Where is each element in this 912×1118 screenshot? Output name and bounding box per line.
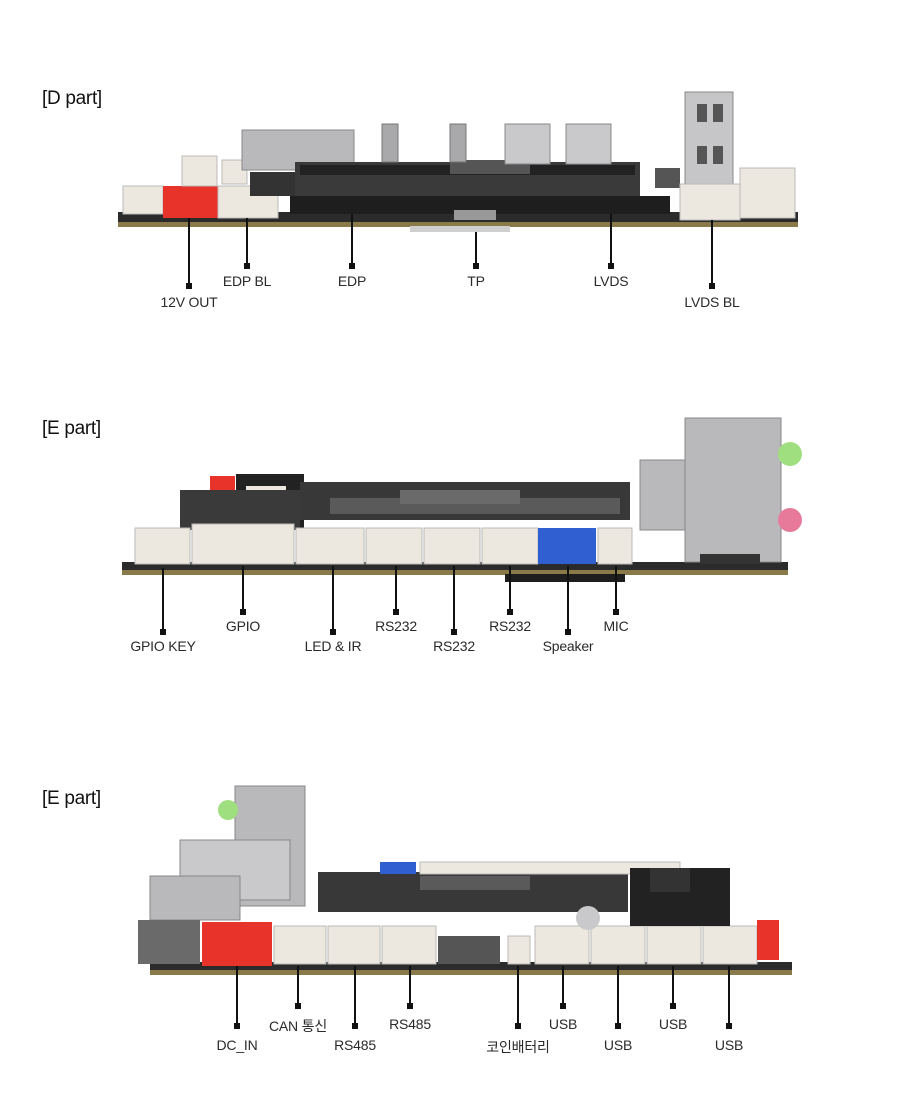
leader-line [615, 566, 617, 612]
leader-line [567, 566, 569, 632]
leader-line [610, 214, 612, 266]
leader-dot [709, 283, 715, 289]
callout-label: GPIO [225, 618, 261, 634]
leader-line [246, 218, 248, 266]
leader-dot [613, 609, 619, 615]
leader-dot [615, 1023, 621, 1029]
leader-line [395, 566, 397, 612]
section-d-part: [D part] [0, 0, 912, 330]
callout-label: MIC [603, 618, 629, 634]
leader-dot [726, 1023, 732, 1029]
leader-dot [560, 1003, 566, 1009]
leader-dot [670, 1003, 676, 1009]
callout-label: LVDS [593, 273, 629, 289]
leader-line [562, 966, 564, 1006]
leader-dot [507, 609, 513, 615]
callout-label: RS232 [489, 618, 531, 634]
leader-line [672, 966, 674, 1006]
leader-dot [515, 1023, 521, 1029]
leader-dot [451, 629, 457, 635]
leader-dot [295, 1003, 301, 1009]
leader-line [475, 232, 477, 266]
leader-line [188, 218, 190, 286]
board-photo-e-part-1 [122, 417, 802, 582]
leader-dot [186, 283, 192, 289]
callout-label: USB [658, 1016, 688, 1032]
callout-label: TP [467, 273, 485, 289]
leader-dot [160, 629, 166, 635]
callout-label: EDP [337, 273, 367, 289]
callout-label: RS485 [389, 1016, 431, 1032]
leader-line [711, 220, 713, 286]
callout-label: DC_IN [216, 1037, 258, 1053]
leader-line [242, 566, 244, 612]
callout-label: 12V OUT [160, 294, 218, 310]
leader-dot [473, 263, 479, 269]
section-title: [E part] [42, 788, 101, 809]
callout-label: 코인배터리 [486, 1039, 550, 1055]
leader-line [409, 966, 411, 1006]
leader-dot [407, 1003, 413, 1009]
leader-line [236, 966, 238, 1026]
callout-label: Speaker [542, 638, 594, 654]
leader-dot [240, 609, 246, 615]
section-title: [D part] [42, 88, 102, 109]
leader-line [517, 966, 519, 1026]
leader-line [351, 214, 353, 266]
leader-line [617, 966, 619, 1026]
callout-label: RS232 [433, 638, 475, 654]
callout-label: EDP BL [222, 273, 272, 289]
callout-label: GPIO KEY [130, 638, 196, 654]
leader-line [354, 966, 356, 1026]
leader-dot [234, 1023, 240, 1029]
section-title: [E part] [42, 418, 101, 439]
leader-dot [608, 263, 614, 269]
leader-dot [565, 629, 571, 635]
callout-label: USB [548, 1016, 578, 1032]
callout-label: USB [714, 1037, 744, 1053]
callout-label: LED & IR [304, 638, 362, 654]
leader-line [162, 568, 164, 632]
leader-line [297, 966, 299, 1006]
board-photo-d-part [118, 91, 798, 232]
callout-label: RS232 [375, 618, 417, 634]
section-e-part-1: [E part] GPIO KEY GPIO [0, 330, 912, 670]
leader-line [332, 566, 334, 632]
callout-label: USB [603, 1037, 633, 1053]
callout-label: RS485 [334, 1037, 376, 1053]
leader-line [453, 566, 455, 632]
section-e-part-2: [E part] DC_IN CAN 통신 [0, 700, 912, 1118]
callout-label: LVDS BL [684, 294, 740, 310]
leader-line [728, 966, 730, 1026]
board-photo-e-part-2 [138, 785, 792, 975]
leader-dot [349, 263, 355, 269]
leader-dot [352, 1023, 358, 1029]
leader-line [509, 566, 511, 612]
leader-dot [393, 609, 399, 615]
callout-label: CAN 통신 [268, 1018, 328, 1034]
leader-dot [330, 629, 336, 635]
leader-dot [244, 263, 250, 269]
